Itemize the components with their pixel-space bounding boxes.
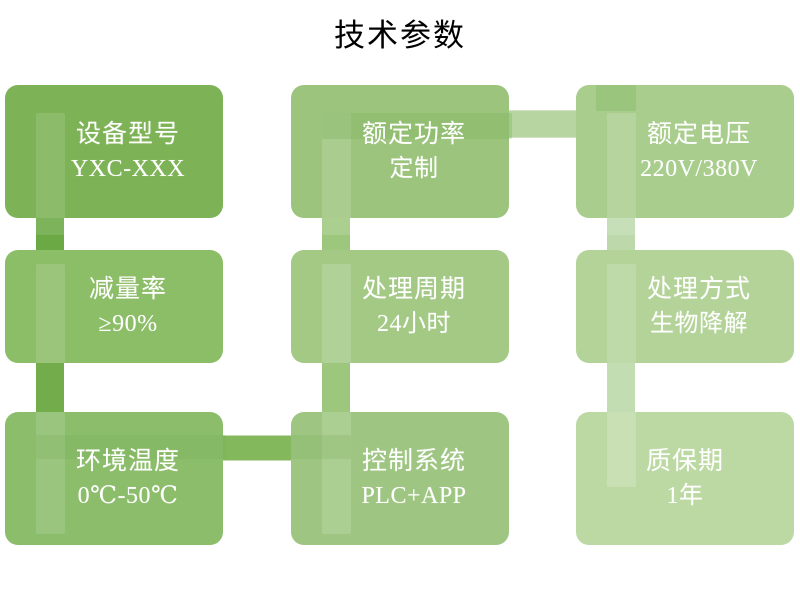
card-accent-tab [322,264,351,363]
card-label: 额定功率 [361,120,466,148]
card-accent-corner [291,435,351,459]
card-label: 减量率 [88,275,167,303]
card-warranty-period[interactable]: 质保期 1年 [576,412,794,545]
card-accent-tab [36,412,65,534]
card-rated-power[interactable]: 额定功率 定制 [291,85,512,235]
card-accent-tab [607,264,636,363]
card-accent-tab [322,412,351,534]
card-value: ≥90% [98,310,158,337]
card-accent-tab [36,264,65,363]
card-label: 额定电压 [646,120,751,148]
card-control-system[interactable]: 控制系统 PLC+APP [291,412,509,545]
card-value: YXC-XXX [70,155,186,182]
card-label: 处理周期 [361,275,466,303]
card-label: 设备型号 [75,120,180,148]
card-treatment-method[interactable]: 处理方式 生物降解 [576,250,794,363]
page-title: 技术参数 [334,18,466,53]
card-device-model[interactable]: 设备型号 YXC-XXX [5,85,223,235]
card-value: 定制 [389,155,439,182]
card-value: 生物降解 [649,310,748,337]
card-value: 0℃-50℃ [77,482,179,509]
card-value: 24小时 [376,310,451,337]
card-treatment-cycle[interactable]: 处理周期 24小时 [291,250,509,363]
card-label: 处理方式 [646,275,751,303]
card-accent-tab [322,113,351,235]
card-value: 1年 [666,482,704,509]
card-accent-corner [596,85,636,111]
card-rated-voltage[interactable]: 额定电压 220V/380V [576,85,794,235]
card-label: 质保期 [645,447,724,475]
card-value: 220V/380V [640,155,758,182]
card-reduction-rate[interactable]: 减量率 ≥90% [5,250,223,363]
card-label: 控制系统 [361,447,466,475]
card-label: 环境温度 [75,447,180,475]
card-accent-tab [36,113,65,235]
card-accent-bar [36,435,226,459]
card-accent-tab [607,412,636,487]
card-ambient-temperature[interactable]: 环境温度 0℃-50℃ [5,412,226,545]
card-accent-bar [322,113,512,139]
card-value: PLC+APP [361,482,467,509]
card-accent-tab [607,113,636,235]
